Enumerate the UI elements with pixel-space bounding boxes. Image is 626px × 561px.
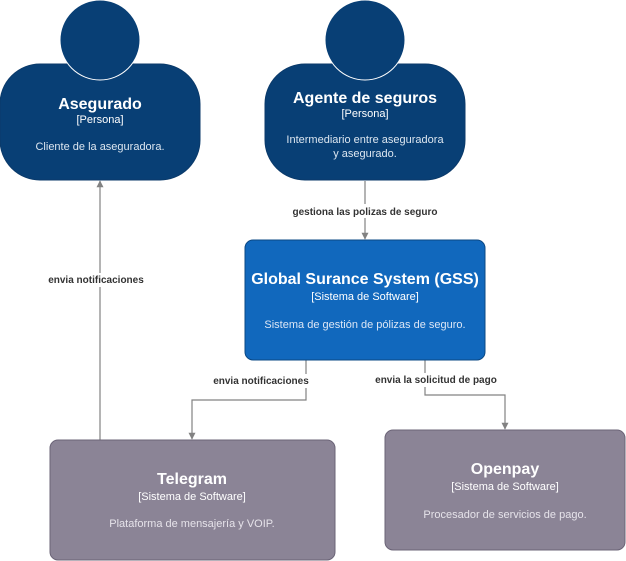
node-type: [Persona] bbox=[76, 114, 123, 126]
node-description: Procesador de servicios de pago. bbox=[423, 509, 586, 521]
node-description: Plataforma de mensajería y VOIP. bbox=[109, 518, 275, 530]
node-title: Agente de seguros bbox=[293, 90, 437, 107]
edge-label-envia-notificaciones-telegram: envia notificaciones bbox=[48, 275, 144, 286]
system-box bbox=[244, 239, 486, 361]
person-head-icon bbox=[324, 0, 406, 81]
person-asegurado: Asegurado [Persona] Cliente de la asegur… bbox=[0, 0, 201, 181]
external-system-openpay: Openpay [Sistema de Software] Procesador… bbox=[384, 429, 626, 551]
node-title: Global Surance System (GSS) bbox=[251, 271, 479, 288]
node-type: [Sistema de Software] bbox=[451, 481, 559, 493]
person-agente-de-seguros: Agente de seguros [Persona] Intermediari… bbox=[264, 0, 466, 181]
edge-gss-to-openpay bbox=[424, 360, 509, 430]
node-type: [Sistema de Software] bbox=[138, 491, 246, 503]
edge-label-gestiona: gestiona las polizas de seguro bbox=[292, 207, 437, 218]
node-description-line-2: y asegurado. bbox=[333, 148, 397, 160]
node-type: [Sistema de Software] bbox=[311, 291, 419, 303]
node-description: Cliente de la aseguradora. bbox=[35, 141, 164, 153]
node-description-line-1: Intermediario entre aseguradora bbox=[286, 134, 444, 146]
external-system-telegram: Telegram [Sistema de Software] Plataform… bbox=[49, 439, 336, 561]
edge-label-envia-solicitud-pago: envia la solicitud de pago bbox=[375, 375, 497, 386]
edge-gss-to-telegram bbox=[188, 360, 307, 440]
node-title: Openpay bbox=[471, 461, 540, 478]
node-title: Asegurado bbox=[58, 96, 142, 113]
edge-label-envia-notificaciones-gss: envia notificaciones bbox=[213, 376, 309, 387]
system-box bbox=[49, 439, 336, 561]
node-title: Telegram bbox=[157, 471, 227, 488]
node-type: [Persona] bbox=[341, 108, 388, 120]
system-box bbox=[384, 429, 626, 551]
system-gss: Global Surance System (GSS) [Sistema de … bbox=[244, 239, 486, 361]
person-head-icon bbox=[59, 0, 141, 81]
node-description: Sistema de gestión de pólizas de seguro. bbox=[264, 319, 465, 331]
person-body bbox=[264, 63, 466, 181]
